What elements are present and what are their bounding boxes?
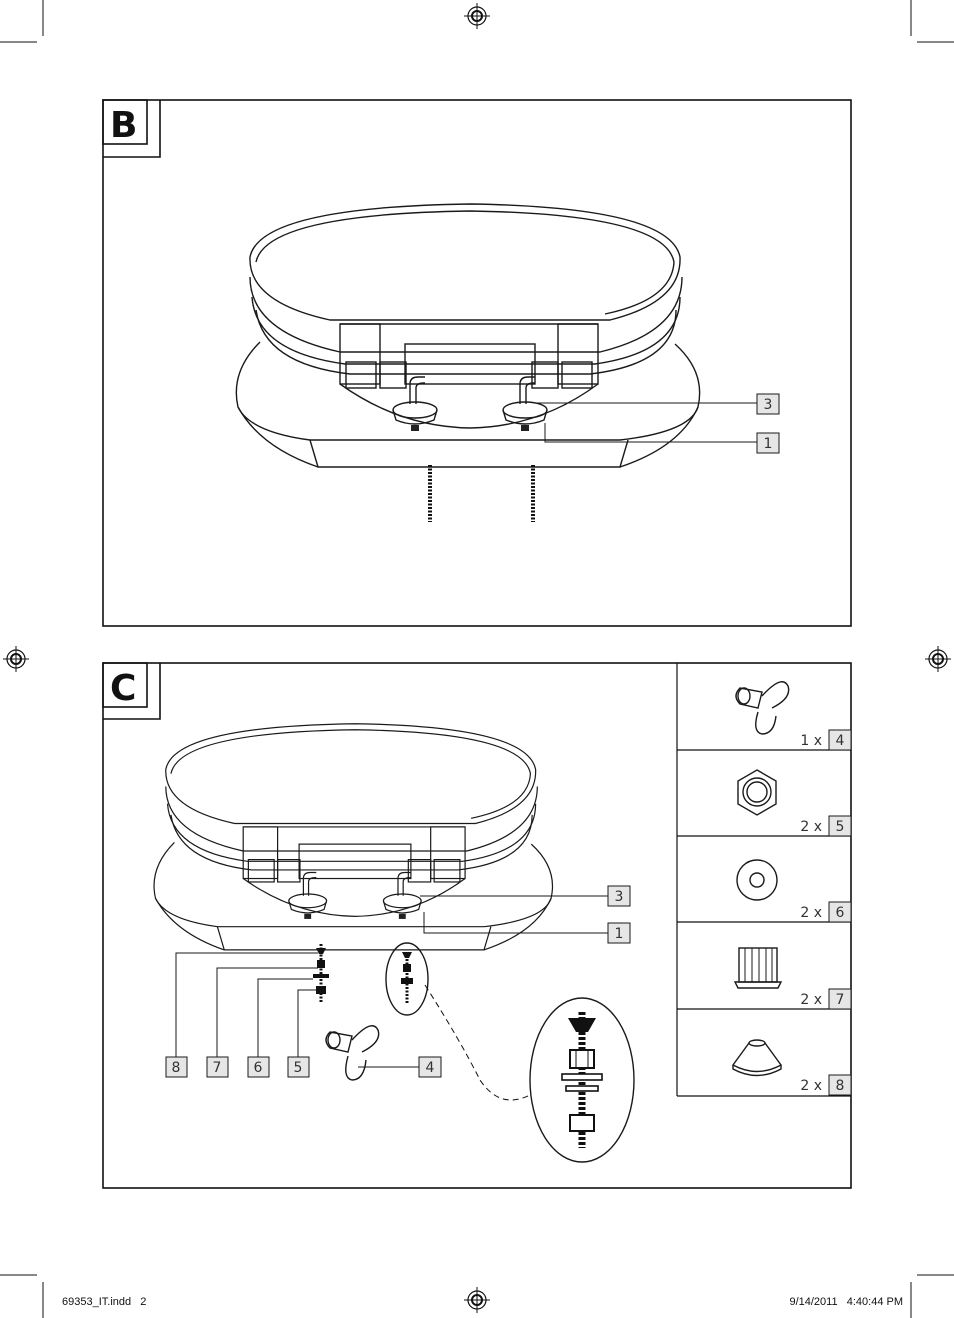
svg-text:7: 7 [213,1060,222,1076]
svg-text:5: 5 [294,1060,303,1076]
svg-text:2 x: 2 x [800,992,822,1008]
svg-text:4: 4 [426,1060,435,1076]
wing-nut-part-icon [735,681,790,735]
svg-text:7: 7 [836,992,845,1008]
detail-zoom [385,942,635,1163]
section-letter-c: C [110,668,136,709]
registration-mark-left [2,645,30,673]
svg-text:8: 8 [836,1078,845,1094]
svg-text:2 x: 2 x [800,1078,822,1094]
hex-nut-icon [737,769,777,816]
toilet-seat-drawing-c [153,723,554,951]
exploded-bolt-stack [313,944,329,1002]
panel-c: C 3 1 [102,662,852,1189]
label-8: 8 [165,1056,188,1078]
callout-1-c: 1 [423,912,631,944]
svg-text:1: 1 [615,926,624,942]
panel-b: B 3 1 [102,99,852,627]
parts-row-4: 1 x 4 [735,681,852,751]
parts-row-7: 2 x 7 [733,947,852,1010]
svg-text:3: 3 [764,397,773,413]
parts-row-5: 2 x 5 [737,769,852,837]
toilet-seat-drawing-b [235,203,701,522]
callout-3-b: 3 [535,393,780,415]
callout-3-c: 3 [420,885,631,907]
ribbed-sleeve-icon [733,947,783,989]
parts-row-8: 2 x 8 [731,1039,852,1096]
stack-leader-lines [175,952,318,1057]
callout-4-c: 4 [358,1056,442,1078]
washer-icon [736,859,778,901]
svg-text:1 x: 1 x [800,733,822,749]
svg-text:3: 3 [615,889,624,905]
label-5: 5 [287,1056,310,1078]
svg-text:4: 4 [836,733,845,749]
label-6: 6 [247,1056,270,1078]
registration-mark-right [924,645,952,673]
parts-table: 1 x 4 2 x 5 2 x [676,663,852,1097]
svg-text:2 x: 2 x [800,905,822,921]
registration-mark-top [463,2,491,30]
callout-1-b: 1 [544,423,780,454]
footer-filename: 69353_IT.indd 2 [62,1296,146,1308]
wing-nut-icon [325,1025,380,1081]
svg-text:1: 1 [764,436,773,452]
svg-text:6: 6 [254,1060,263,1076]
section-letter-b: B [110,105,137,146]
svg-text:2 x: 2 x [800,819,822,835]
conical-rubber-washer-icon [731,1039,783,1077]
svg-text:6: 6 [836,905,845,921]
registration-mark-bottom [463,1286,491,1314]
svg-text:5: 5 [836,819,845,835]
label-7: 7 [206,1056,229,1078]
footer-timestamp: 9/14/2011 4:40:44 PM [789,1296,903,1308]
svg-text:8: 8 [172,1060,181,1076]
parts-row-6: 2 x 6 [736,859,852,923]
